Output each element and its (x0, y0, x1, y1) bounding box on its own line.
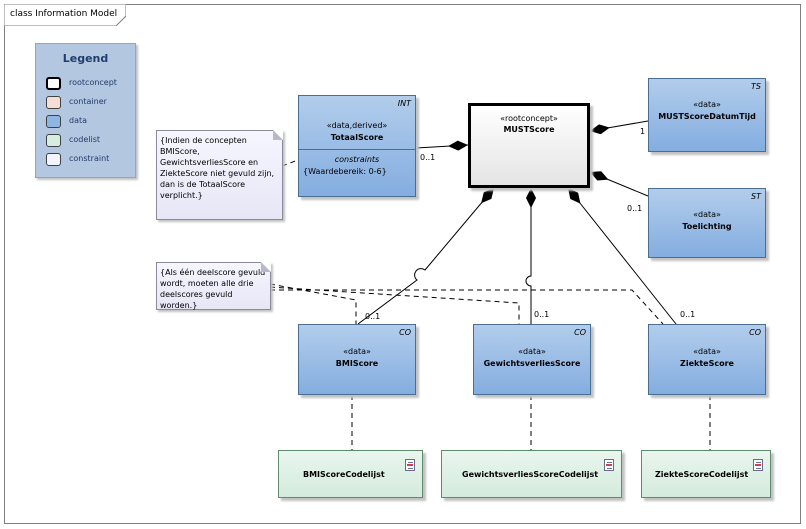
class-stereotype: «data» (693, 210, 721, 219)
diagram-frame (4, 4, 801, 524)
class-ziektescore[interactable]: CO «data» ZiekteScore (648, 324, 766, 395)
assoc-ziekte[interactable] (567, 187, 677, 325)
multiplicity-gewicht: 0..1 (534, 310, 550, 319)
legend-swatch-container (46, 96, 61, 109)
assoc-totaal[interactable] (415, 140, 469, 151)
note-fold (261, 262, 271, 272)
note-fold (273, 130, 283, 140)
class-stereotype: «data» (518, 347, 546, 356)
class-name: MUSTScore (503, 125, 555, 134)
legend-title: Legend (62, 52, 109, 65)
class-stereotype: «data» (343, 347, 371, 356)
class-type: CO (574, 328, 586, 337)
class-type: TS (751, 82, 761, 91)
legend-label: constraint (69, 154, 110, 163)
class-stereotype: «data» (693, 347, 721, 356)
frame-tab (4, 4, 126, 26)
note-link-ziekte (270, 289, 664, 325)
legend: Legend rootconcept container data codeli… (35, 43, 136, 178)
codelist-gewichtsverliesscorecodelijst[interactable]: GewichtsverliesScoreCodelijst (441, 450, 622, 498)
assoc-datum[interactable] (589, 120, 649, 135)
class-bmiscore[interactable]: CO «data» BMIScore (298, 324, 416, 395)
multiplicity-ziekte: 0..1 (680, 310, 696, 319)
constraint-value: {Waardebereik: 0-6} (303, 167, 387, 176)
note-link-gewicht (269, 286, 520, 324)
class-type: ST (751, 192, 761, 201)
legend-item-constraint: constraint (46, 153, 132, 167)
class-name: BMIScore (335, 359, 379, 368)
note-line: dan is de TotaalScore (160, 180, 246, 189)
class-gewichtsverliesscore[interactable]: CO «data» GewichtsverliesScore (473, 324, 591, 395)
legend-item-data: data (46, 115, 132, 129)
note-line: {Indien de concepten (160, 136, 247, 145)
note-line: deelscores gevuld worden.} (160, 290, 233, 310)
diagram-title: class Information Model (10, 9, 118, 19)
class-type: CO (399, 328, 411, 337)
codelist-name: ZiekteScoreCodelijst (655, 469, 749, 479)
codelist-bmiscorecodelijst[interactable]: BMIScoreCodelijst (278, 450, 423, 498)
codelist-document-icon (405, 459, 415, 471)
class-name: ZiekteScore (680, 359, 734, 368)
multiplicity-bmi: 0..1 (365, 312, 381, 321)
codelist-document-icon (604, 459, 614, 471)
note-line: wordt, moeten alle drie (160, 279, 254, 288)
class-name: MUSTScoreDatumTijd (658, 112, 756, 121)
legend-label: codelist (69, 135, 101, 144)
note-link-totaal (281, 159, 299, 167)
class-stereotype: «data,derived» (326, 121, 388, 130)
class-mustscoredatumtijd[interactable]: TS «data» MUSTScoreDatumTijd (648, 78, 766, 152)
class-type: CO (749, 328, 761, 337)
note-line: GewichtsverliesScore en (160, 158, 259, 167)
codelist-ziektescorecodelijst[interactable]: ZiekteScoreCodelijst (641, 450, 771, 498)
class-toelichting[interactable]: ST «data» Toelichting (648, 188, 766, 258)
class-name: TotaalScore (330, 133, 384, 142)
note-line: verplicht.} (160, 191, 203, 200)
multiplicity-datum: 1 (640, 127, 646, 136)
class-stereotype: «data» (693, 100, 721, 109)
legend-swatch-data (46, 115, 61, 128)
legend-swatch-rootconcept (46, 77, 61, 90)
assoc-toelichting[interactable] (589, 171, 649, 197)
class-mustscore[interactable]: «rootconcept» MUSTScore (468, 103, 590, 188)
legend-item-rootconcept: rootconcept (46, 77, 132, 91)
legend-label: rootconcept (69, 78, 117, 87)
class-name: GewichtsverliesScore (483, 359, 581, 368)
note-totaalscore[interactable]: {Indien de concepten BMIScore, Gewichtsv… (156, 130, 283, 220)
multiplicity-toelichting: 0..1 (627, 204, 643, 213)
legend-label: data (69, 116, 88, 125)
legend-label: container (69, 97, 107, 106)
legend-swatch-codelist (46, 134, 61, 147)
note-line: ZiekteScore niet gevuld zijn, (160, 169, 275, 178)
legend-swatch-constraint (46, 153, 61, 166)
codelist-name: GewichtsverliesScoreCodelijst (462, 469, 599, 479)
multiplicity-totaal: 0..1 (420, 153, 436, 162)
class-stereotype: «rootconcept» (500, 114, 558, 123)
note-line: {Als één deelscore gevuld (160, 268, 266, 277)
class-name: Toelichting (682, 222, 732, 231)
codelist-name: BMIScoreCodelijst (303, 469, 385, 479)
codelist-document-icon (753, 459, 763, 471)
note-deelscore[interactable]: {Als één deelscore gevuld wordt, moeten … (156, 262, 271, 310)
legend-item-container: container (46, 96, 132, 110)
assoc-gewicht[interactable] (525, 188, 536, 324)
class-type: INT (397, 99, 411, 108)
class-totaalscore[interactable]: INT «data,derived» TotaalScore constrain… (298, 95, 416, 197)
note-line: BMIScore, (160, 147, 200, 156)
assoc-bmi[interactable] (357, 187, 495, 325)
compartment-divider (299, 149, 415, 150)
compartment-title: constraints (334, 155, 380, 164)
legend-item-codelist: codelist (46, 134, 132, 148)
